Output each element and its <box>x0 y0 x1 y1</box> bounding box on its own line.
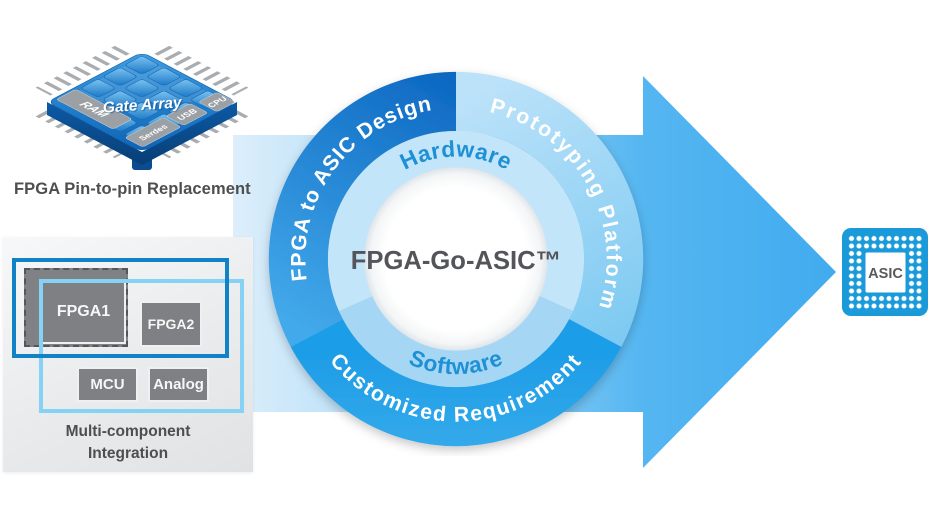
segment-prototyping-platform <box>456 71 644 347</box>
inner-ring-software <box>338 295 574 388</box>
ring-center-label: FPGA-Go-ASIC™ <box>351 247 562 275</box>
chip-top-face <box>50 53 234 151</box>
gate-array-label: Gate Array <box>102 94 183 117</box>
mcu-block: MCU <box>77 367 138 402</box>
caption-line2: Integration <box>87 445 169 462</box>
fpga2-block: FPGA2 <box>140 301 202 347</box>
fpga-go-asic-ring: FPGA to ASIC Design Prototyping Platform… <box>268 71 644 447</box>
multi-component-panel: FPGA1 FPGA2 MCU Analog Multi-component I… <box>3 237 253 472</box>
ring-center-disc <box>364 167 548 351</box>
fpga-boundary-dark <box>12 258 229 358</box>
asic-label: ASIC <box>868 266 903 282</box>
soc-boundary-light <box>39 279 244 413</box>
cpu-block <box>199 92 235 112</box>
chip-body-side <box>47 102 237 165</box>
mcu-label: MCU <box>90 376 125 393</box>
usb-block <box>166 103 207 126</box>
inner-ring-hardware <box>327 131 585 312</box>
fpga-chip-illustration: RAM Serdes USB CPU Gate Array <box>35 45 249 170</box>
analog-label: Analog <box>153 376 204 393</box>
serdes-block <box>125 118 181 147</box>
analog-block: Analog <box>148 367 209 402</box>
fpga1-label: FPGA1 <box>56 303 111 320</box>
ram-block <box>57 89 132 129</box>
segment-fpga-to-asic-design <box>268 71 456 347</box>
segment-customized-requirement <box>290 319 622 447</box>
fpga-replacement-caption: FPGA Pin-to-pin Replacement <box>14 180 251 198</box>
multi-component-caption: Multi-component Integration <box>3 421 253 465</box>
asic-die <box>865 252 906 293</box>
caption-line1: Multi-component <box>65 423 191 440</box>
asic-chip-icon: ASIC <box>842 228 928 316</box>
fpga2-label: FPGA2 <box>147 316 195 332</box>
